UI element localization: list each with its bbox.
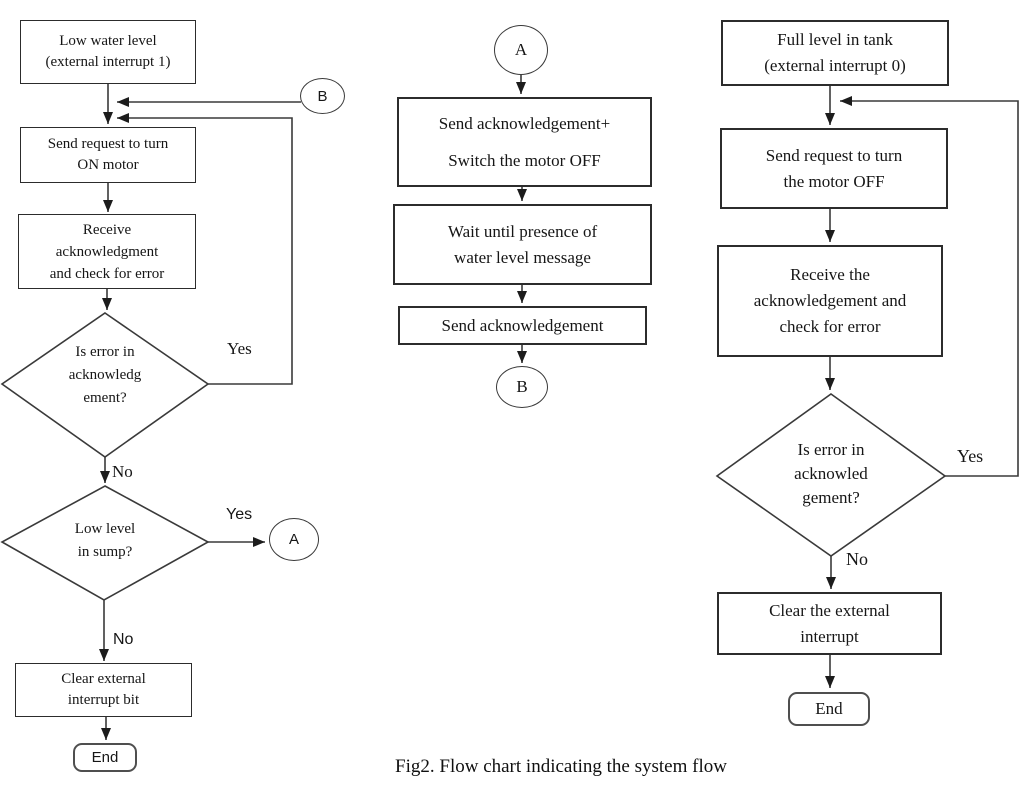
- box-text-line: Wait until presence of: [447, 221, 598, 241]
- box-text-line: Clear external: [61, 671, 146, 687]
- box-text-line: the motor OFF: [783, 171, 885, 191]
- box-text-line: and check for error: [49, 265, 165, 282]
- arrow-yes-feedback-left: [117, 113, 293, 385]
- box-text-line: Low water level: [59, 33, 157, 49]
- figure-caption: Fig2. Flow chart indicating the system f…: [395, 756, 727, 777]
- process-box-clear-interrupt-left: Clear external interrupt bit: [15, 663, 192, 717]
- branch-label-no-error-left: No: [112, 462, 133, 481]
- terminator-end-left: End: [73, 743, 137, 772]
- connector-letter: B: [317, 87, 328, 105]
- box-text-line: Receive the: [790, 265, 870, 284]
- process-box-send-ack: Send acknowledgement: [398, 306, 647, 345]
- connector-letter: A: [288, 531, 299, 548]
- box-text-line: Receive: [82, 221, 132, 238]
- box-text-line: Switch the motor OFF: [448, 150, 601, 170]
- box-text-line: check for error: [779, 317, 881, 336]
- process-box-send-request-on: Send request to turn ON motor: [20, 127, 196, 183]
- connector-letter: B: [516, 377, 528, 396]
- connector-circle-a-left: A: [269, 518, 319, 561]
- box-text-line: interrupt: [800, 626, 859, 646]
- box-text-line: water level message: [454, 247, 591, 267]
- end-label: End: [815, 699, 843, 718]
- box-text-line: acknowledgment: [55, 243, 159, 260]
- box-text-line: interrupt bit: [67, 692, 140, 708]
- branch-label-yes-sump: Yes: [226, 506, 253, 523]
- connector-circle-b-left: B: [300, 78, 345, 114]
- box-text-line: Full level in tank: [777, 30, 893, 49]
- box-text-line: Send request to turn: [47, 136, 169, 152]
- box-text-line: Send request to turn: [765, 145, 903, 165]
- decision-diamond-error-left: [0, 312, 210, 458]
- branch-label-yes-right: Yes: [957, 446, 984, 466]
- box-text-line: Send acknowledgement+: [438, 113, 611, 133]
- connector-circle-b-middle: B: [496, 366, 548, 408]
- process-box-receive-ack-right: Receive the acknowledgement and check fo…: [717, 245, 943, 357]
- process-box-clear-interrupt-right: Clear the external interrupt: [717, 592, 942, 655]
- branch-label-no-right: No: [846, 549, 868, 569]
- terminator-end-right: End: [788, 692, 870, 726]
- process-box-ack-switch-off: Send acknowledgement+ Switch the motor O…: [397, 97, 652, 187]
- box-text-line: Clear the external: [769, 600, 890, 620]
- process-box-receive-ack-left: Receive acknowledgment and check for err…: [18, 214, 196, 289]
- process-box-low-water-level: Low water level (external interrupt 1): [20, 20, 196, 84]
- branch-label-no-sump: No: [113, 631, 134, 648]
- box-text-line: Send acknowledgement: [441, 315, 604, 335]
- branch-label-yes-error-left: Yes: [227, 339, 252, 358]
- box-text-line: ON motor: [77, 157, 139, 173]
- decision-diamond-sump: [0, 485, 210, 601]
- connector-letter: A: [514, 40, 528, 59]
- arrow-yes-feedback-right: [840, 96, 1019, 477]
- end-label: End: [91, 749, 119, 766]
- box-text-line: (external interrupt 1): [45, 54, 171, 70]
- process-box-full-level: Full level in tank (external interrupt 0…: [721, 20, 949, 86]
- connector-circle-a-middle: A: [494, 25, 548, 75]
- process-box-send-request-off: Send request to turn the motor OFF: [720, 128, 948, 209]
- box-text-line: (external interrupt 0): [764, 56, 906, 75]
- process-box-wait-message: Wait until presence of water level messa…: [393, 204, 652, 285]
- decision-diamond-error-right: [715, 393, 947, 557]
- box-text-line: acknowledgement and: [753, 291, 907, 310]
